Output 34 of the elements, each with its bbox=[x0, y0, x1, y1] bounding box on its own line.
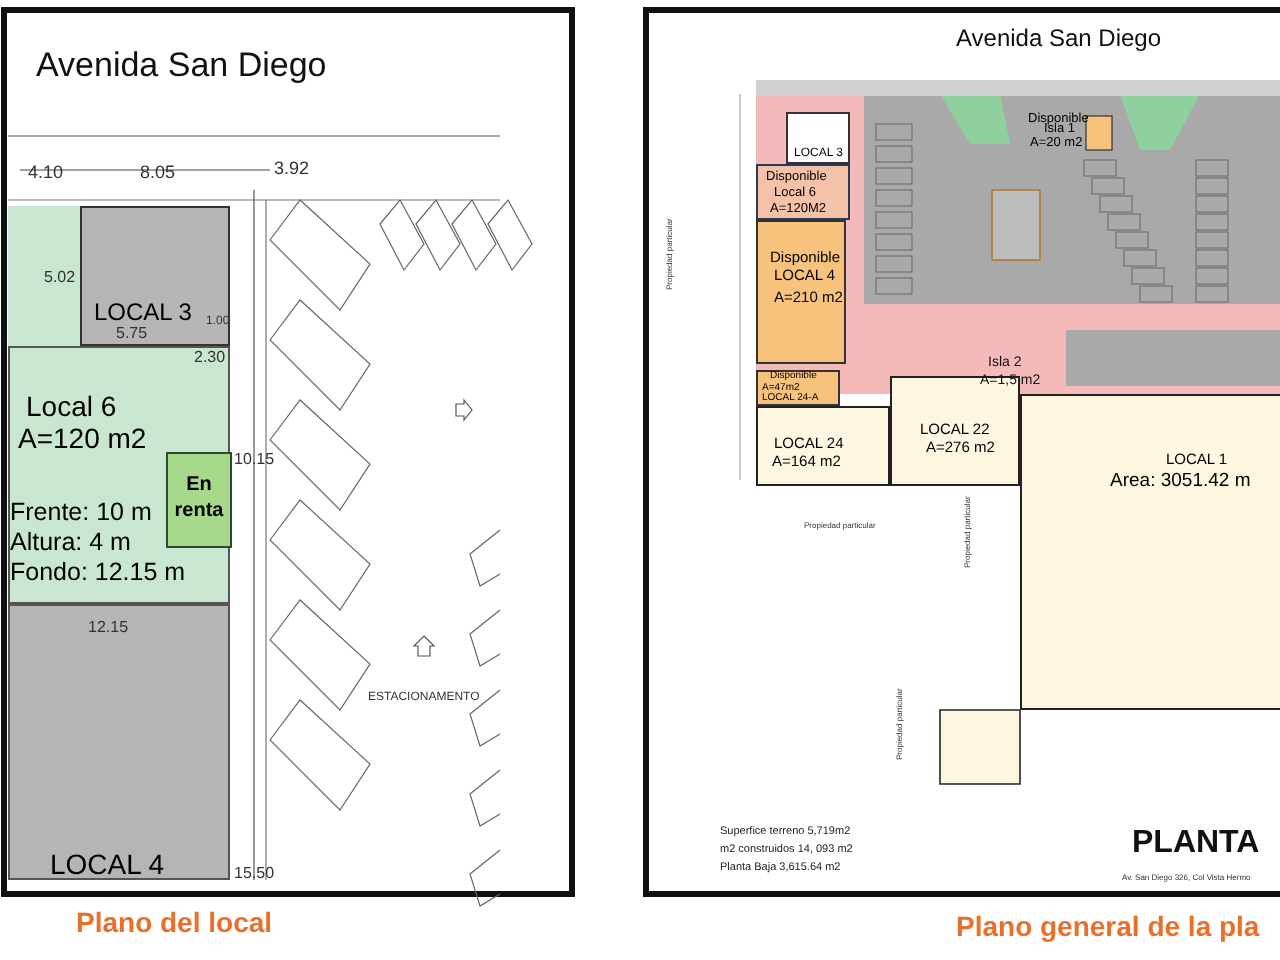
dimension-label: 5.02 bbox=[44, 270, 76, 286]
caption: Plano del local bbox=[76, 908, 273, 936]
unit-detail: Altura: 4 m bbox=[10, 530, 131, 555]
store-unit bbox=[1020, 394, 1280, 710]
dimension-label: 8.05 bbox=[140, 164, 176, 182]
store-unit bbox=[786, 112, 850, 164]
unit-name: LOCAL 4 bbox=[50, 850, 165, 878]
store-unit bbox=[756, 220, 846, 364]
dimension-label: 15.50 bbox=[234, 866, 275, 882]
dimension-label: 5.75 bbox=[116, 326, 148, 342]
dimension-label: 3.92 bbox=[274, 160, 310, 178]
dimension-label: 12.15 bbox=[88, 620, 129, 636]
status-badge bbox=[166, 452, 232, 548]
plan-title: PLANTA bbox=[1132, 828, 1260, 860]
dimension-label: 2.30 bbox=[194, 350, 226, 366]
unit-name: LOCAL 3 bbox=[94, 300, 192, 324]
store-unit bbox=[890, 376, 1020, 486]
unit-detail: Frente: 10 m bbox=[10, 500, 152, 525]
store-unit bbox=[756, 164, 850, 220]
street-name: Avenida San Diego bbox=[956, 26, 1162, 50]
store-unit bbox=[756, 370, 840, 406]
street-name: Avenida San Diego bbox=[36, 48, 327, 82]
unit-name: Local 6 bbox=[26, 392, 117, 420]
dimension-label: 10.15 bbox=[234, 452, 275, 468]
dimension-label: 4.10 bbox=[28, 164, 64, 182]
unit-detail: Area: 3051.42 m bbox=[1110, 472, 1251, 491]
unit-detail: Fondo: 12.15 m bbox=[10, 560, 186, 585]
caption: Plano general de la pla bbox=[956, 912, 1260, 940]
store-unit bbox=[80, 206, 230, 346]
status-label: En renta bbox=[172, 474, 226, 524]
store-unit bbox=[756, 406, 890, 486]
unit-detail: A=120 m2 bbox=[18, 424, 147, 452]
store-unit bbox=[8, 604, 230, 880]
store-unit bbox=[8, 346, 230, 604]
